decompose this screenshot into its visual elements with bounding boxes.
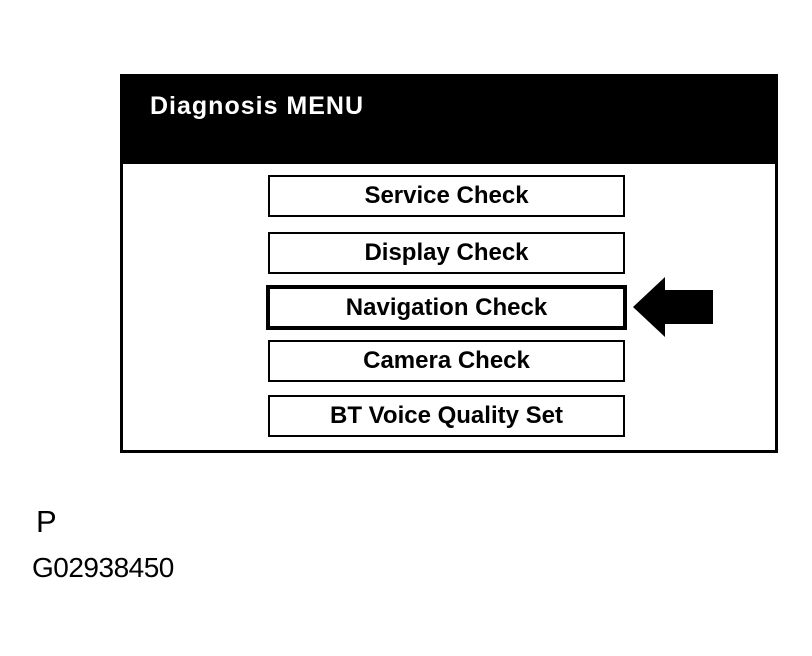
diagnosis-menu-panel: Diagnosis MENU Service Check Display Che… xyxy=(120,74,778,453)
menu-item-navigation-check[interactable]: Navigation Check xyxy=(266,285,627,330)
menu-header-bar: Diagnosis MENU xyxy=(123,77,775,164)
menu-item-display-check[interactable]: Display Check xyxy=(268,232,625,274)
figure-number: G02938450 xyxy=(32,552,174,583)
selection-pointer-arrow-icon xyxy=(633,277,713,337)
menu-item-bt-voice-quality-set[interactable]: BT Voice Quality Set xyxy=(268,395,625,437)
menu-item-camera-check[interactable]: Camera Check xyxy=(268,340,625,382)
page-title: Diagnosis MENU xyxy=(150,92,365,120)
page-letter: P xyxy=(36,504,57,539)
menu-item-service-check[interactable]: Service Check xyxy=(268,175,625,217)
